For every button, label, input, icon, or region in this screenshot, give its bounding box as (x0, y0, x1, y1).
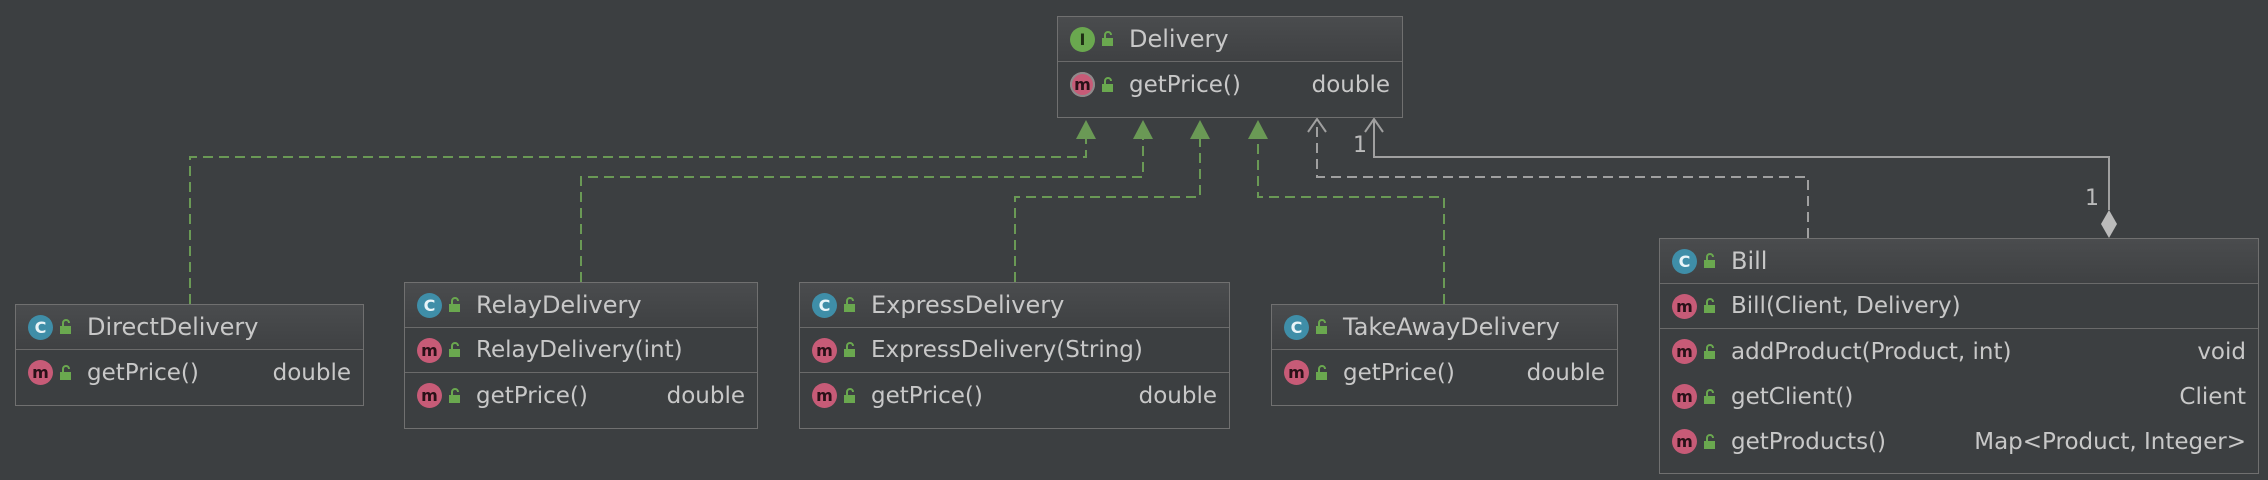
realization-edge-directdelivery (189, 120, 1096, 304)
class-header: C ExpressDelivery (800, 283, 1229, 328)
member-row[interactable]: m getPrice() double (1272, 350, 1617, 395)
member-row[interactable]: m getClient() Client (1660, 374, 2258, 419)
class-name: ExpressDelivery (871, 291, 1065, 319)
member-row[interactable]: m getPrice() double (405, 373, 757, 418)
abstract-method-badge-icon: m (1070, 72, 1095, 97)
method-badge-icon: m (812, 383, 837, 408)
composition-edge-bill (1364, 117, 2117, 238)
multiplicity-delivery-end: 1 (1353, 133, 1367, 158)
member-type: Map<Product, Integer> (1974, 428, 2246, 455)
method-badge-icon: m (1672, 429, 1697, 454)
member-row[interactable]: m getPrice() double (16, 350, 363, 395)
class-header: C RelayDelivery (405, 283, 757, 328)
class-box-directdelivery[interactable]: C DirectDelivery m getPrice() double (15, 304, 364, 406)
class-name: Bill (1731, 247, 1768, 275)
class-name: RelayDelivery (476, 291, 642, 319)
class-badge-icon: C (1672, 248, 1697, 274)
member-signature: getPrice() (1129, 71, 1241, 98)
public-lock-icon (844, 297, 855, 312)
class-header: C Bill (1660, 239, 2258, 284)
class-badge-icon: C (28, 314, 53, 340)
member-row[interactable]: m getPrice() double (1058, 62, 1402, 107)
public-lock-icon (1316, 319, 1327, 334)
public-lock-icon (1316, 364, 1327, 380)
member-signature: getPrice() (476, 382, 588, 409)
class-box-expressdelivery[interactable]: C ExpressDelivery m ExpressDelivery(Stri… (799, 282, 1230, 429)
realization-arrowhead (1133, 120, 1153, 139)
member-row[interactable]: m getPrice() double (800, 373, 1229, 418)
realization-arrowhead (1076, 120, 1096, 139)
dependency-edge-bill (1307, 117, 1809, 238)
member-type: void (2197, 338, 2246, 365)
multiplicity-bill-end: 1 (2085, 186, 2099, 211)
member-type: Client (2179, 383, 2246, 410)
public-lock-icon (449, 387, 460, 403)
method-badge-icon: m (28, 360, 53, 385)
member-type: double (1138, 382, 1217, 409)
class-header: I Delivery (1058, 17, 1402, 62)
method-badge-icon: m (812, 337, 837, 363)
realization-arrowhead (1248, 120, 1268, 139)
member-type: double (666, 382, 745, 409)
public-lock-icon (1102, 31, 1113, 46)
class-box-bill[interactable]: C Bill m Bill(Client, Delivery) m addPro… (1659, 238, 2259, 474)
public-lock-icon (1102, 76, 1113, 92)
method-badge-icon: m (417, 383, 442, 408)
member-type: double (272, 359, 351, 386)
public-lock-icon (449, 297, 460, 312)
interface-badge-icon: I (1070, 26, 1095, 52)
class-header: C DirectDelivery (16, 305, 363, 350)
public-lock-icon (1704, 253, 1715, 268)
composition-arrowhead (1364, 117, 1384, 133)
member-signature: addProduct(Product, int) (1731, 338, 2012, 365)
constructor-row[interactable]: m ExpressDelivery(String) (800, 328, 1229, 373)
public-lock-icon (1704, 388, 1715, 404)
member-signature: getPrice() (1343, 359, 1455, 386)
class-name: DirectDelivery (87, 313, 259, 341)
public-lock-icon (1704, 298, 1715, 313)
realization-edge-relaydelivery (580, 120, 1153, 282)
class-name: TakeAwayDelivery (1343, 313, 1560, 341)
method-badge-icon: m (1672, 293, 1697, 319)
member-row[interactable]: m getProducts() Map<Product, Integer> (1660, 419, 2258, 464)
public-lock-icon (844, 387, 855, 403)
method-badge-icon: m (1672, 384, 1697, 409)
constructor-row[interactable]: m Bill(Client, Delivery) (1660, 284, 2258, 329)
realization-edge-takeawaydelivery (1248, 120, 1445, 304)
public-lock-icon (1704, 433, 1715, 449)
member-signature: RelayDelivery(int) (476, 337, 683, 363)
method-badge-icon: m (1672, 339, 1697, 364)
method-badge-icon: m (1284, 360, 1309, 385)
constructor-row[interactable]: m RelayDelivery(int) (405, 328, 757, 373)
public-lock-icon (60, 364, 71, 380)
public-lock-icon (449, 342, 460, 357)
member-type: double (1526, 359, 1605, 386)
class-box-relaydelivery[interactable]: C RelayDelivery m RelayDelivery(int) m g… (404, 282, 758, 429)
member-row[interactable]: m addProduct(Product, int) void (1660, 329, 2258, 374)
class-box-delivery[interactable]: I Delivery m getPrice() double (1057, 16, 1403, 118)
member-signature: getPrice() (87, 359, 199, 386)
class-badge-icon: C (417, 292, 442, 318)
class-badge-icon: C (812, 292, 837, 318)
class-header: C TakeAwayDelivery (1272, 305, 1617, 350)
composition-diamond (2101, 210, 2117, 238)
realization-edge-expressdelivery (1014, 120, 1210, 282)
member-signature: getPrice() (871, 382, 983, 409)
dependency-arrowhead (1307, 117, 1327, 133)
member-signature: getProducts() (1731, 428, 1887, 455)
member-signature: ExpressDelivery(String) (871, 337, 1143, 363)
member-signature: Bill(Client, Delivery) (1731, 293, 1961, 319)
class-badge-icon: C (1284, 314, 1309, 340)
member-type: double (1311, 71, 1390, 98)
public-lock-icon (1704, 343, 1715, 359)
public-lock-icon (60, 319, 71, 334)
realization-arrowhead (1190, 120, 1210, 139)
class-box-takeawaydelivery[interactable]: C TakeAwayDelivery m getPrice() double (1271, 304, 1618, 406)
public-lock-icon (844, 342, 855, 357)
member-signature: getClient() (1731, 383, 1854, 410)
class-name: Delivery (1129, 25, 1229, 53)
method-badge-icon: m (417, 337, 442, 363)
